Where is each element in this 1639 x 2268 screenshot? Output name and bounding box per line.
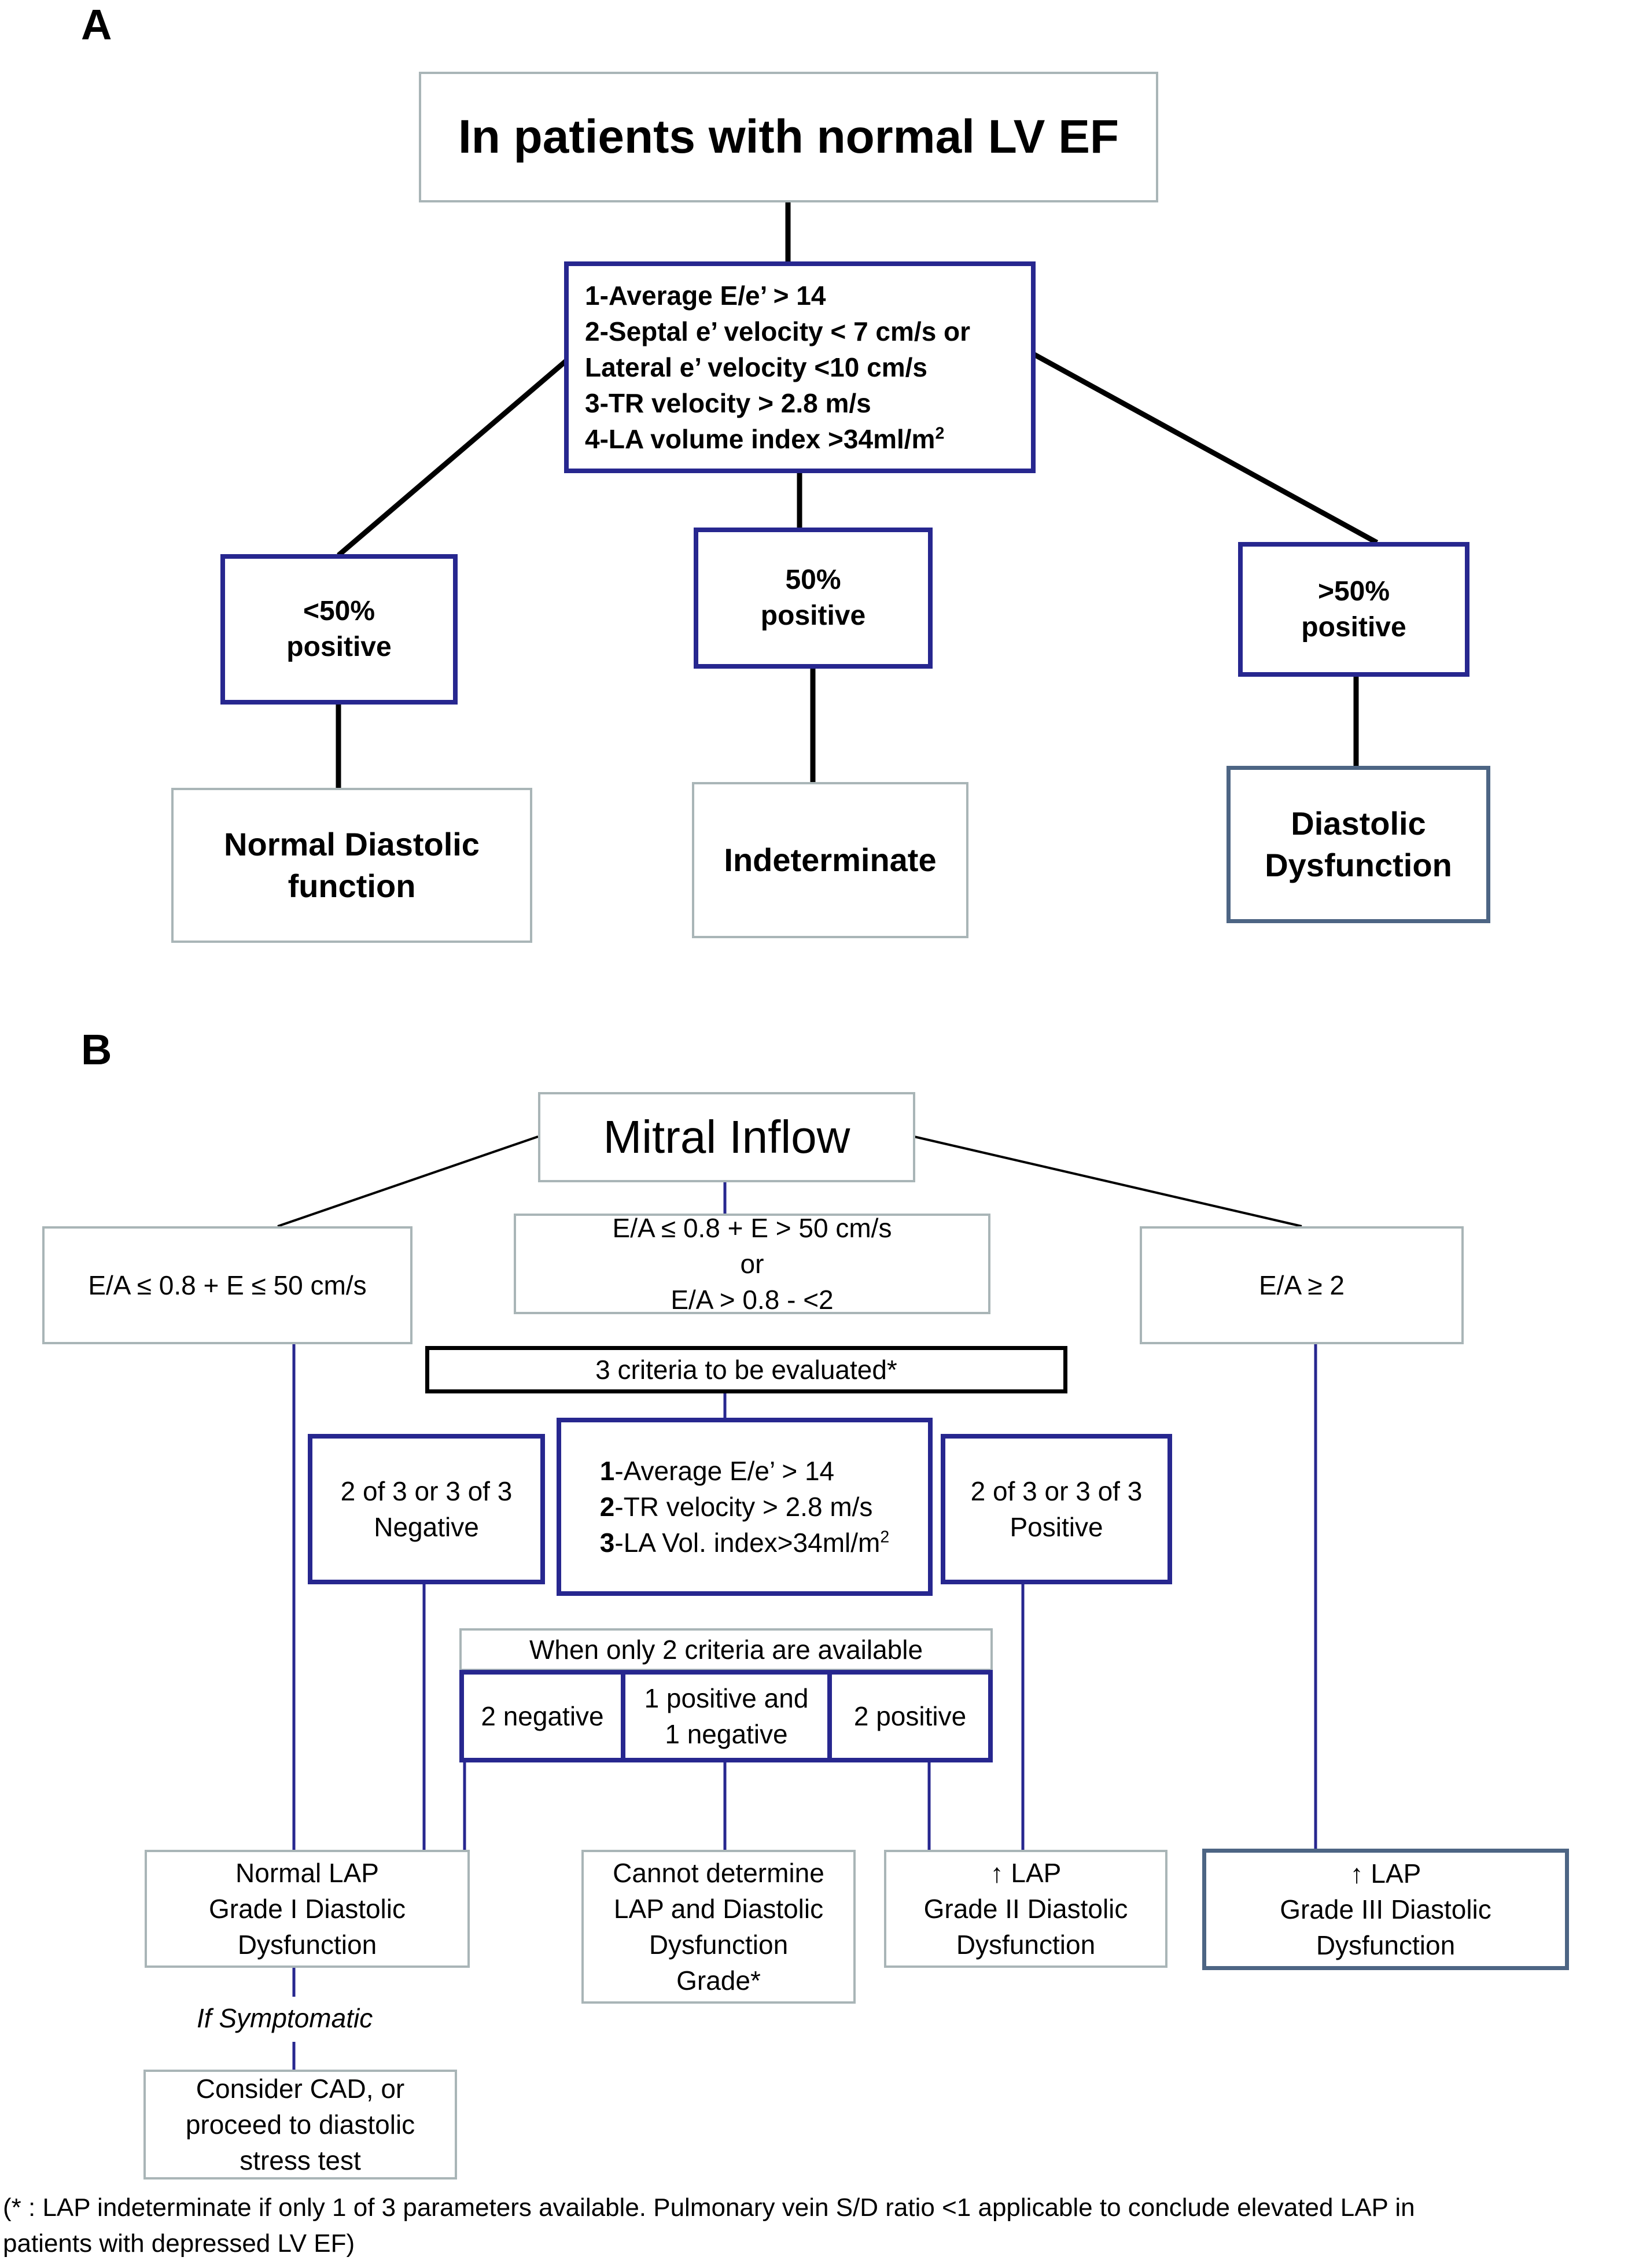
grade3-line-3: Dysfunction: [1316, 1930, 1456, 1960]
criteria-b-line-3: 3-LA Vol. index>34ml/m2: [600, 1525, 889, 1561]
outcome-grade1-box: Normal LAP Grade I Diastolic Dysfunction: [145, 1850, 470, 1968]
branch-left-box: E/A ≤ 0.8 + E ≤ 50 cm/s: [42, 1226, 412, 1344]
criteria-a-line-4: 3-TR velocity > 2.8 m/s: [585, 388, 871, 418]
condition-50-line-1: 50%: [785, 565, 841, 595]
result-normal-line-2: function: [288, 868, 416, 904]
grade2-line-2: Grade II Diastolic: [923, 1894, 1128, 1924]
branch-middle-line-1: E/A ≤ 0.8 + E > 50 cm/s: [612, 1213, 892, 1243]
panel-b-letter: B: [81, 1026, 112, 1074]
panel-a-result-normal: Normal Diastolic function: [171, 788, 532, 943]
branch-middle-line-2: or: [740, 1249, 764, 1279]
cannot-line-3: Dysfunction: [649, 1930, 789, 1960]
two-criteria-header-box: When only 2 criteria are available: [459, 1628, 993, 1671]
grade2-line-1: ↑ LAP: [990, 1858, 1062, 1888]
outcome-grade3-box: ↑ LAP Grade III Diastolic Dysfunction: [1202, 1849, 1569, 1970]
panel-b-root-box: Mitral Inflow: [538, 1092, 915, 1182]
grade2-line-3: Dysfunction: [956, 1930, 1096, 1960]
criteria-a-line-5-text: 4-LA volume index >34ml/m: [585, 424, 935, 454]
criteria-b-superscript: 2: [880, 1528, 890, 1547]
criteria-b-text-2: -TR velocity > 2.8 m/s: [614, 1492, 873, 1522]
panel-b-criteria-box: 1-Average E/e’ > 14 2-TR velocity > 2.8 …: [557, 1418, 933, 1596]
result-dysfunction-line-2: Dysfunction: [1265, 847, 1452, 883]
branch-middle-line-3: E/A > 0.8 - <2: [671, 1285, 834, 1315]
criteria-a-line-2: 2-Septal e’ velocity < 7 cm/s or: [585, 316, 971, 346]
panel-a-condition-50: 50% positive: [694, 528, 933, 669]
panel-a-root-text: In patients with normal LV EF: [458, 110, 1119, 163]
outcome-cannot-determine-box: Cannot determine LAP and Diastolic Dysfu…: [581, 1850, 856, 2004]
two-criteria-option-mixed: 1 positive and 1 negative: [621, 1670, 832, 1762]
criteria-a-line-3: Lateral e’ velocity <10 cm/s: [585, 352, 927, 382]
criteria-b-text-1: -Average E/e’ > 14: [614, 1456, 835, 1486]
result-indeterminate-line-1: Indeterminate: [724, 842, 937, 878]
positive-box: 2 of 3 or 3 of 3 Positive: [941, 1434, 1172, 1584]
criteria-b-num-1: 1: [599, 1456, 615, 1486]
grade1-line-2: Grade I Diastolic: [208, 1894, 406, 1924]
branch-left-text: E/A ≤ 0.8 + E ≤ 50 cm/s: [88, 1270, 367, 1300]
criteria-b-num-3: 3: [599, 1528, 615, 1558]
branch-right-text: E/A ≥ 2: [1259, 1270, 1345, 1300]
cannot-line-1: Cannot determine: [613, 1858, 824, 1888]
result-normal-line-1: Normal Diastolic: [224, 826, 480, 862]
panel-a-root-box: In patients with normal LV EF: [419, 72, 1158, 202]
two-criteria-option-negative: 2 negative: [459, 1670, 625, 1762]
positive-line-1: 2 of 3 or 3 of 3: [970, 1476, 1143, 1506]
option-negative-line-1: 2 negative: [481, 1701, 604, 1731]
condition-more-50-line-2: positive: [1301, 611, 1406, 643]
criteria-a-line-1: 1-Average E/e’ > 14: [585, 281, 826, 311]
consider-cad-box: Consider CAD, or proceed to diastolic st…: [143, 2070, 457, 2180]
grade1-line-1: Normal LAP: [235, 1858, 379, 1888]
consider-line-1: Consider CAD, or: [196, 2074, 405, 2104]
positive-line-2: Positive: [1010, 1512, 1103, 1542]
criteria-b-line-2: 2-TR velocity > 2.8 m/s: [600, 1489, 889, 1525]
panel-a-letter: A: [81, 1, 112, 49]
footnote-line-1: (* : LAP indeterminate if only 1 of 3 pa…: [3, 2193, 1415, 2222]
panel-a-condition-less-50: <50% positive: [220, 554, 458, 705]
criteria-a-superscript: 2: [935, 424, 945, 443]
consider-line-2: proceed to diastolic: [185, 2110, 415, 2140]
criteria-b-list: 1-Average E/e’ > 14 2-TR velocity > 2.8 …: [600, 1453, 889, 1561]
criteria-a-line-5: 4-LA volume index >34ml/m2: [585, 421, 944, 457]
option-mixed-line-2: 1 negative: [665, 1719, 788, 1749]
criteria-b-line-1: 1-Average E/e’ > 14: [600, 1453, 889, 1489]
criteria-header-box: 3 criteria to be evaluated*: [425, 1346, 1067, 1393]
grade1-line-3: Dysfunction: [237, 1930, 377, 1960]
if-symptomatic-label: If Symptomatic: [197, 2003, 373, 2033]
condition-more-50-line-1: >50%: [1317, 576, 1390, 607]
branch-middle-box: E/A ≤ 0.8 + E > 50 cm/s or E/A > 0.8 - <…: [514, 1213, 990, 1315]
negative-line-2: Negative: [374, 1512, 479, 1542]
two-criteria-header-text: When only 2 criteria are available: [529, 1635, 923, 1665]
grade3-line-2: Grade III Diastolic: [1280, 1894, 1491, 1924]
criteria-b-num-2: 2: [599, 1492, 615, 1522]
condition-less-50-line-2: positive: [286, 632, 392, 662]
panel-a-condition-more-50: >50% positive: [1238, 542, 1469, 677]
panel-b-root-text: Mitral Inflow: [603, 1111, 850, 1163]
result-dysfunction-line-1: Diastolic: [1291, 805, 1426, 842]
negative-line-1: 2 of 3 or 3 of 3: [340, 1476, 513, 1506]
branch-right-box: E/A ≥ 2: [1140, 1226, 1464, 1344]
condition-less-50-line-1: <50%: [303, 596, 375, 626]
option-mixed-line-1: 1 positive and: [644, 1683, 809, 1713]
panel-a-criteria-box: 1-Average E/e’ > 14 2-Septal e’ velocity…: [564, 261, 1036, 473]
condition-50-line-2: positive: [760, 600, 866, 631]
consider-line-3: stress test: [240, 2145, 361, 2175]
criteria-header-text: 3 criteria to be evaluated*: [595, 1355, 897, 1385]
grade3-line-1: ↑ LAP: [1350, 1858, 1421, 1889]
criteria-b-text-3: -LA Vol. index>34ml/m: [614, 1528, 881, 1558]
cannot-line-4: Grade*: [676, 1965, 761, 1996]
two-criteria-option-positive: 2 positive: [827, 1670, 993, 1762]
panel-a-result-indeterminate: Indeterminate: [692, 782, 968, 938]
outcome-grade2-box: ↑ LAP Grade II Diastolic Dysfunction: [884, 1850, 1167, 1968]
footnote: (* : LAP indeterminate if only 1 of 3 pa…: [3, 2190, 1415, 2262]
option-positive-line-1: 2 positive: [853, 1701, 967, 1731]
footnote-line-2: patients with depressed LV EF): [3, 2229, 355, 2258]
panel-a-result-dysfunction: Diastolic Dysfunction: [1227, 766, 1490, 923]
negative-box: 2 of 3 or 3 of 3 Negative: [308, 1434, 545, 1584]
cannot-line-2: LAP and Diastolic: [613, 1894, 824, 1924]
